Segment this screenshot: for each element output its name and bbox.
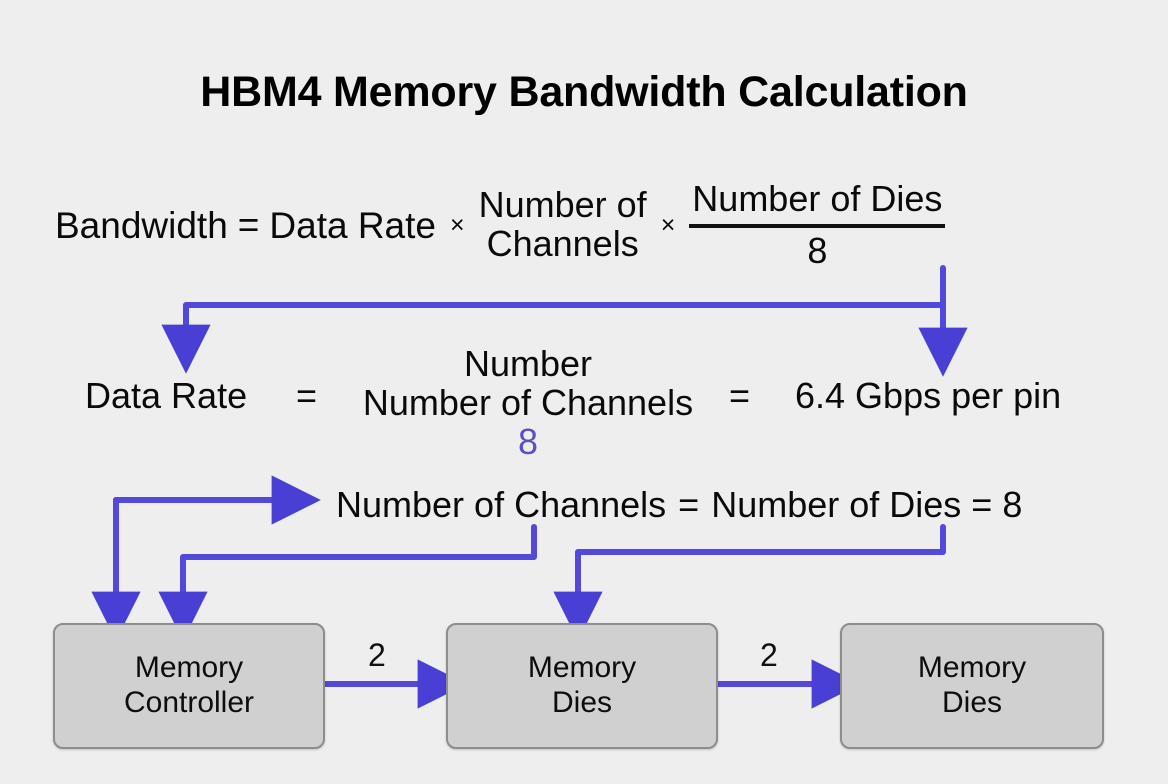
formula-channels-line2: Channels xyxy=(486,223,639,264)
formula-fraction-numerator: Number of Dies xyxy=(692,178,943,219)
row3-equals: = xyxy=(678,484,700,525)
block-md1-line1: Memory xyxy=(527,651,637,685)
formula-fraction-bar xyxy=(689,224,946,228)
block-memory-dies-2-label: Memory Dies xyxy=(918,651,1026,721)
block-memory-dies-1-label: Memory Dies xyxy=(528,651,636,721)
formula-lhs: Bandwidth xyxy=(55,204,228,246)
formula-channels-line1: Number of xyxy=(478,184,647,226)
formula-data-rate: Data Rate xyxy=(269,204,436,246)
formula-equals: = xyxy=(237,204,260,245)
row3-channels: Number of Channels xyxy=(336,484,667,525)
bandwidth-formula: Bandwidth = Data Rate × Number of Channe… xyxy=(55,178,946,272)
wire-row3-channels-to-controller xyxy=(158,524,537,641)
formula-dies-fraction: Number of Dies 8 xyxy=(689,178,946,272)
block-mc-line2: Controller xyxy=(123,686,255,719)
page-title: HBM4 Memory Bandwidth Calculation xyxy=(200,68,968,116)
wire-denominator-to-datarate xyxy=(161,265,946,374)
formula-times-1: × xyxy=(450,210,465,239)
formula-number-of-channels: Number of Channels xyxy=(478,184,647,264)
wire-channels-to-row3 xyxy=(113,475,321,623)
formula-fraction-denominator: 8 xyxy=(807,230,828,271)
block-md2-line2: Dies xyxy=(941,686,1002,719)
edge-label-controller-to-dies: 2 xyxy=(368,637,386,673)
row3-dies: Number of Dies = 8 xyxy=(711,484,1023,525)
data-rate-expression: Number Number of Channels 8 xyxy=(338,343,718,462)
channels-dies-equation: Number of Channels = Number of Dies = 8 xyxy=(336,484,1022,526)
block-memory-controller-label: Memory Controller xyxy=(124,651,254,721)
block-md1-line2: Dies xyxy=(551,686,612,719)
data-rate-value: 6.4 Gbps per pin xyxy=(795,375,1062,416)
block-memory-controller[interactable]: Memory Controller xyxy=(53,623,325,749)
formula-times-2: × xyxy=(660,210,676,239)
data-rate-label: Data Rate xyxy=(85,375,248,416)
block-memory-dies-1[interactable]: Memory Dies xyxy=(446,623,718,749)
wire-row3-dies-to-memdies xyxy=(553,524,946,641)
data-rate-stack-bottom: 8 xyxy=(517,420,539,462)
data-rate-equals-1: = xyxy=(296,375,318,416)
block-mc-line1: Memory xyxy=(134,651,244,685)
data-rate-stack-middle: Number of Channels xyxy=(362,381,694,423)
block-md2-line1: Memory xyxy=(917,651,1027,685)
data-rate-stack-top: Number xyxy=(463,343,593,384)
data-rate-equals-2: = xyxy=(729,375,751,416)
edge-label-dies-to-dies: 2 xyxy=(760,637,778,673)
block-memory-dies-2[interactable]: Memory Dies xyxy=(840,623,1104,749)
